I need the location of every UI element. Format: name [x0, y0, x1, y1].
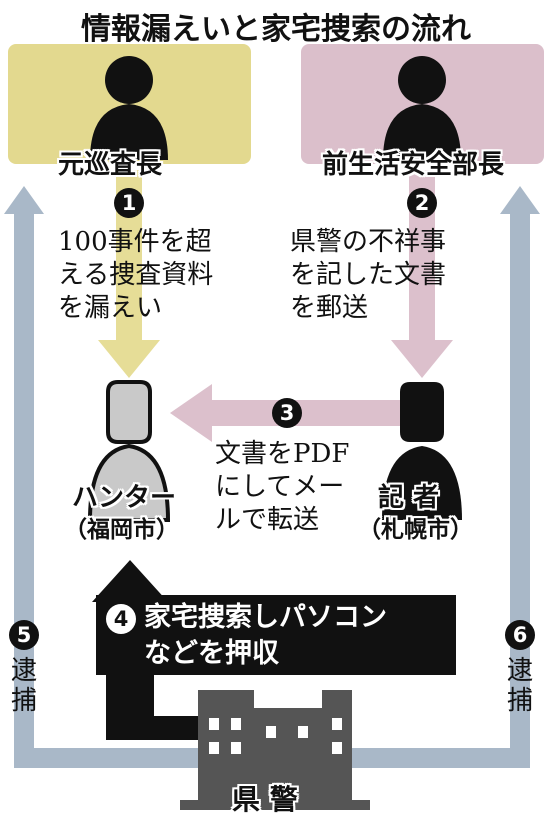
arrest-label-5: 逮捕: [10, 656, 37, 716]
page-title: 情報漏えいと家宅捜索の流れ: [81, 12, 471, 47]
step-3-badge: 3: [272, 398, 302, 428]
step-4-text: 家宅捜索しパソコン などを押収: [144, 602, 387, 669]
step-2-text: 県警の不祥事 を記した文書 を郵送: [290, 227, 447, 323]
step-5-badge: 5: [9, 620, 39, 650]
arrest-arrow-5-head: [4, 186, 44, 214]
step-6-badge: 6: [505, 620, 535, 650]
step-1-badge: 1: [114, 188, 144, 218]
step-1-text: 100事件を超 える捜査資料 を漏えい: [58, 227, 214, 323]
former-director-label: 前生活安全部長: [322, 150, 505, 180]
hunter-person-icon: [87, 380, 171, 522]
mail-arrow-head: [391, 340, 453, 378]
former-inspector-person-icon: [90, 56, 168, 160]
step-2-badge: 2: [407, 188, 437, 218]
former-director-panel: [301, 44, 544, 164]
forward-arrow-head: [170, 384, 212, 442]
hunter-label: ハンター: [72, 483, 177, 513]
former-inspector-label: 元巡査長: [58, 150, 163, 180]
arrest-label-6: 逮捕: [506, 656, 533, 716]
reporter-person-icon: [382, 382, 462, 520]
former-director-person-icon: [383, 56, 461, 160]
step-3-text: 文書をPDF にしてメー ルで転送: [215, 439, 350, 535]
former-inspector-panel: [8, 44, 251, 164]
hunter-location: （福岡市）: [64, 517, 179, 543]
seizure-arrow-head: [92, 560, 168, 602]
police-label: 県 警: [232, 783, 298, 816]
arrest-arrow-5: [14, 212, 250, 768]
leak-arrow-head: [98, 340, 160, 378]
arrest-arrow-6: [300, 212, 530, 768]
reporter-location: （札幌市）: [358, 517, 473, 543]
forward-arrow-shaft: [210, 400, 405, 426]
arrest-arrow-6-head: [500, 186, 540, 214]
seizure-label-box: [96, 595, 456, 675]
reporter-label: 記 者: [378, 483, 440, 513]
police-building-icon: [180, 690, 370, 810]
step-4-badge: 4: [106, 604, 136, 634]
